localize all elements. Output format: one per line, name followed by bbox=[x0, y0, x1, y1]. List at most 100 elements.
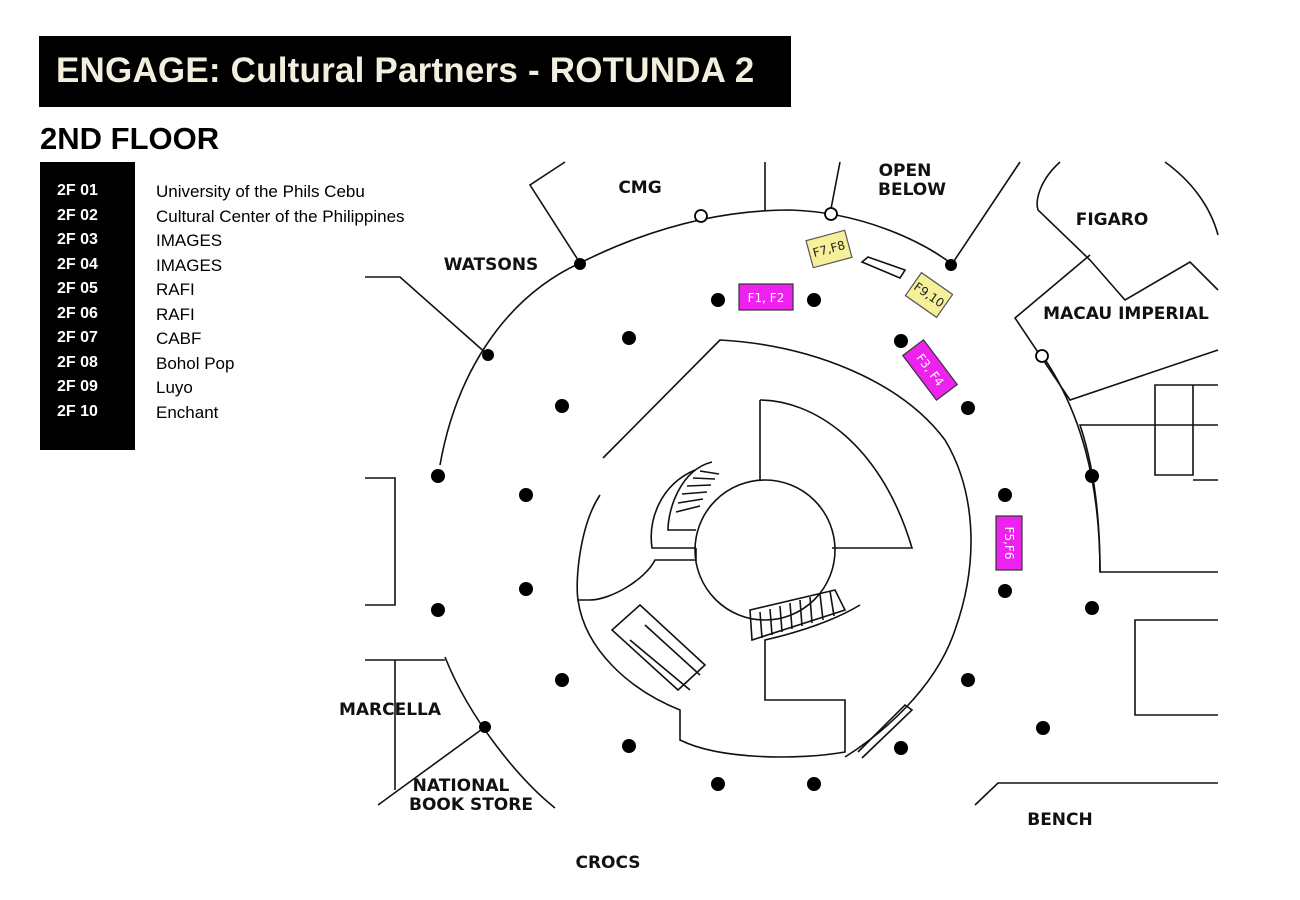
booth-f7-f8: F7,F8 bbox=[805, 229, 853, 269]
legend-name: CABF bbox=[156, 329, 202, 348]
outer-ring-arc bbox=[439, 209, 953, 466]
wall-open-left bbox=[829, 161, 841, 215]
store-label-open-below-2: BELOW bbox=[878, 180, 946, 200]
column bbox=[479, 721, 491, 733]
booth-f3-f4: F3, F4 bbox=[901, 338, 959, 402]
column bbox=[998, 584, 1012, 598]
store-label-macau-imperial: MACAU IMPERIAL bbox=[1043, 304, 1209, 324]
title-bar: ENGAGE: Cultural Partners - ROTUNDA 2 bbox=[39, 36, 791, 107]
store-label-national-book-store: NATIONAL bbox=[413, 776, 510, 796]
wall-left-mid bbox=[365, 477, 396, 606]
legend-code: 2F 10 bbox=[57, 403, 98, 420]
central-void bbox=[694, 479, 836, 621]
column bbox=[622, 739, 636, 753]
column bbox=[961, 673, 975, 687]
macau-walls bbox=[1013, 254, 1219, 401]
wall-open-right bbox=[951, 161, 1021, 265]
store-label-figaro: FIGARO bbox=[1076, 210, 1149, 230]
store-label-crocs: CROCS bbox=[575, 853, 640, 873]
column bbox=[555, 673, 569, 687]
wall-nbs bbox=[377, 726, 486, 806]
legend-row: 2F 10 Enchant bbox=[40, 402, 500, 426]
figaro-walls bbox=[1036, 161, 1219, 302]
column bbox=[824, 207, 838, 221]
legend-row: 2F 07 CABF bbox=[40, 328, 500, 352]
wall-watsons bbox=[365, 276, 489, 356]
store-label-cmg: CMG bbox=[618, 178, 661, 198]
wall-cmg-left bbox=[528, 161, 581, 264]
booth-f5-f6-box bbox=[995, 515, 1023, 571]
legend-row: 2F 05 RAFI bbox=[40, 279, 500, 303]
columns bbox=[431, 258, 1099, 791]
legend-row: 2F 09 Luyo bbox=[40, 377, 500, 401]
escalator bbox=[610, 603, 707, 692]
legend-name: Luyo bbox=[156, 378, 193, 397]
column bbox=[945, 259, 957, 271]
legend-code: 2F 02 bbox=[57, 207, 98, 224]
upper-stair-treads bbox=[675, 470, 720, 513]
legend-name: RAFI bbox=[156, 305, 195, 324]
bench-furniture bbox=[860, 256, 907, 280]
page-title: ENGAGE: Cultural Partners - ROTUNDA 2 bbox=[56, 51, 755, 90]
booth-f7-f8-box bbox=[805, 229, 853, 269]
void-lower-wall bbox=[577, 599, 861, 758]
column bbox=[519, 582, 533, 596]
atrium-rail bbox=[857, 703, 914, 759]
legend-panel: 2F 01 University of the Phils Cebu 2F 02… bbox=[40, 162, 405, 450]
legend-name: Enchant bbox=[156, 403, 219, 422]
store-label-open-below: OPEN bbox=[879, 161, 932, 181]
column bbox=[894, 334, 908, 348]
column bbox=[807, 777, 821, 791]
legend-code: 2F 06 bbox=[57, 305, 98, 322]
macau-inner bbox=[1154, 384, 1218, 481]
legend-row: 2F 06 RAFI bbox=[40, 304, 500, 328]
column bbox=[807, 293, 821, 307]
wall-bench bbox=[974, 782, 1218, 806]
atrium-outline bbox=[602, 339, 972, 758]
booth-f1-f2-box bbox=[738, 283, 794, 311]
legend-code: 2F 07 bbox=[57, 329, 98, 346]
legend-row: 2F 04 IMAGES bbox=[40, 255, 500, 279]
legend-code: 2F 09 bbox=[57, 378, 98, 395]
legend-code: 2F 04 bbox=[57, 256, 98, 273]
column bbox=[894, 741, 908, 755]
column bbox=[961, 401, 975, 415]
lower-stairs bbox=[749, 589, 847, 642]
floor-plan-lines bbox=[365, 161, 1219, 809]
column bbox=[1036, 721, 1050, 735]
column bbox=[711, 777, 725, 791]
legend-name: Cultural Center of the Philippines bbox=[156, 207, 405, 226]
legend-row: 2F 02 Cultural Center of the Philippines bbox=[40, 206, 500, 230]
legend-code: 2F 08 bbox=[57, 354, 98, 371]
legend-row: 2F 08 Bohol Pop bbox=[40, 353, 500, 377]
column bbox=[711, 293, 725, 307]
wall-right-mid bbox=[1078, 424, 1218, 573]
booth-f9-f10: F9,10 bbox=[904, 271, 954, 319]
column bbox=[622, 331, 636, 345]
column bbox=[482, 349, 494, 361]
store-label-watsons: WATSONS bbox=[444, 255, 539, 275]
booth-f5-f6: F5,F6 bbox=[995, 515, 1023, 571]
outer-ring-arc-right bbox=[1041, 354, 1101, 573]
legend-name: University of the Phils Cebu bbox=[156, 182, 365, 201]
stair-landing bbox=[650, 469, 696, 549]
lower-stair-treads bbox=[759, 590, 835, 639]
store-label-marcella: MARCELLA bbox=[339, 700, 442, 720]
booth-f1-f2: F1, F2 bbox=[738, 283, 794, 311]
booth-f5-f6-label: F5,F6 bbox=[1002, 527, 1016, 560]
column bbox=[1085, 601, 1099, 615]
legend-name: IMAGES bbox=[156, 231, 223, 250]
escalator-steps bbox=[629, 624, 701, 691]
legend-name: IMAGES bbox=[156, 256, 223, 275]
store-label-bench: BENCH bbox=[1027, 810, 1093, 830]
outer-ring-arc-lower bbox=[444, 656, 556, 809]
legend-code: 2F 05 bbox=[57, 280, 98, 297]
void-left-wall bbox=[576, 494, 697, 601]
booth-f3-f4-box bbox=[901, 338, 959, 402]
column bbox=[574, 258, 586, 270]
legend-row: 2F 03 IMAGES bbox=[40, 230, 500, 254]
column bbox=[555, 399, 569, 413]
column bbox=[431, 469, 445, 483]
column bbox=[519, 488, 533, 502]
